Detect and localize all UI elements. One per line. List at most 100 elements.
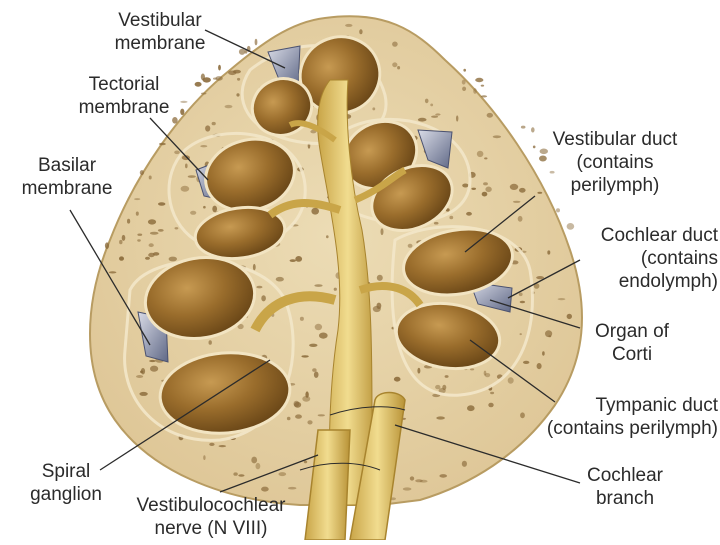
bone-pore [545,330,552,337]
bone-pore [253,264,256,270]
bone-pore [462,87,466,91]
bone-pore [122,235,126,241]
bone-pore [435,385,440,389]
label-tectorial-membrane: Tectorial membrane [50,73,198,119]
bone-pore [547,250,550,254]
bone-pore [209,340,212,345]
bone-pore [261,487,269,492]
bone-pore [137,239,141,241]
bone-pore [462,184,468,188]
label-line: (contains perilymph) [520,417,718,440]
bone-pore [431,116,438,118]
bone-pore [159,143,166,146]
bone-pore [490,392,494,394]
bone-pore [456,115,458,121]
bone-pore [518,216,523,222]
bone-pore [256,463,261,469]
label-line: Cochlear [570,464,680,487]
bone-pore [410,476,414,480]
bone-pore [295,256,302,262]
bone-pore [314,372,319,378]
bone-pore [312,368,316,372]
label-vestibulocochlear-nerve: Vestibulocochlear nerve (N VIII) [118,494,304,540]
label-line: Cochlear duct [560,224,718,247]
bone-pore [149,360,156,362]
bone-pore [295,414,302,418]
bone-pore [484,157,487,159]
bone-pore [148,219,156,224]
bone-pore [473,88,477,94]
bone-pore [394,377,401,382]
bone-pore [372,107,375,110]
label-line: Corti [572,343,692,366]
bone-pore [288,487,296,490]
bone-pore [256,286,262,289]
bone-pore [397,66,400,69]
bone-pore [314,284,322,287]
bone-pore [203,206,206,209]
label-basilar-membrane: Basilar membrane [2,154,132,200]
bone-pore [139,392,147,396]
label-vestibular-membrane: Vestibular membrane [86,9,234,55]
bone-pore [334,288,337,291]
bone-pore [301,355,308,357]
bone-pore [105,242,109,249]
bone-pore [287,417,291,421]
bone-pore [127,219,130,224]
bone-pore [276,277,284,282]
label-line: Tectorial [50,73,198,96]
bone-pore [442,385,446,390]
bone-pore [462,80,466,85]
label-line: nerve (N VIII) [118,517,304,540]
label-organ-of-corti: Organ of Corti [572,320,692,366]
bone-pore [556,208,560,212]
bone-pore [471,188,476,190]
bone-pore [203,455,205,460]
bone-pore [520,301,525,304]
bone-pore [520,333,522,335]
bone-pore [311,208,319,215]
bone-pore [449,216,453,220]
bone-pore [439,474,447,478]
bone-pore [466,212,472,216]
bone-pore [153,252,159,256]
bone-pore [158,202,165,205]
label-line: ganglion [14,483,118,506]
bone-pore [319,333,328,339]
label-line: perilymph) [530,174,700,197]
bone-pore [188,175,196,178]
bone-pore [392,42,398,47]
bone-pore [290,259,296,262]
bone-pore [150,366,158,372]
bone-pore [508,377,514,383]
bone-pore [209,443,214,446]
bone-pore [233,472,237,475]
bone-pore [462,461,467,467]
label-line: Vestibular duct [530,128,700,151]
bone-pore [519,293,523,297]
bone-pore [145,257,150,260]
label-line: membrane [86,32,234,55]
bone-pore [513,201,521,203]
bone-pore [536,276,544,279]
bone-pore [150,232,159,235]
bone-pore [418,118,427,122]
bone-pore [415,479,423,482]
bone-pore [136,212,139,216]
bone-pore [137,234,142,236]
bone-pore [537,363,542,369]
bone-pore [305,391,308,397]
bone-pore [425,99,429,104]
bone-pore [219,445,227,447]
bone-pore [485,373,490,377]
bone-pore [567,314,572,319]
bone-pore [377,275,383,281]
bone-pore [218,65,221,71]
bone-pore [318,414,325,416]
bone-pore [255,39,258,46]
label-cochlear-branch: Cochlear branch [570,464,680,510]
label-line: Vestibulocochlear [118,494,304,517]
bone-pore [408,244,413,248]
label-line: endolymph) [560,270,718,293]
bone-pore [434,222,439,225]
